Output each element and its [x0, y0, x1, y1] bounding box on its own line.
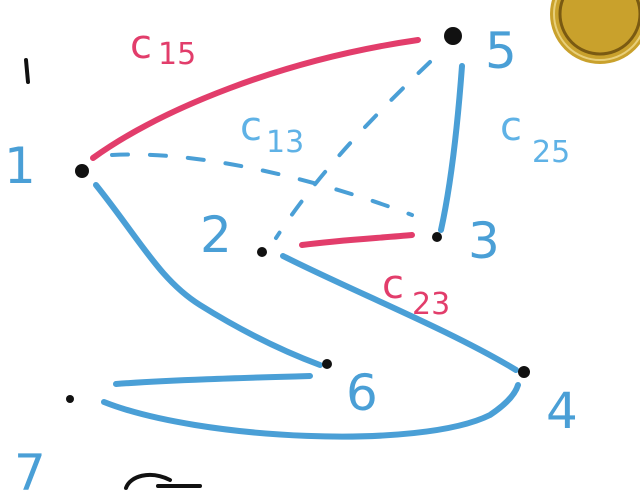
- edge-label-c23: c 23: [382, 262, 450, 322]
- edge-7-4: [101, 382, 521, 440]
- edge-label-c13-sub: 13: [266, 125, 304, 160]
- edge-label-c15: c 15: [130, 22, 196, 72]
- edge-label-c15-main: c: [130, 22, 152, 68]
- edge-6-7: [113, 373, 313, 387]
- edge-label-c25-main: c: [500, 104, 522, 150]
- stray-mark-bottom: [124, 472, 202, 490]
- coin-face: [550, 0, 640, 64]
- edge-5-2: [274, 60, 432, 240]
- node-5-dot: [444, 27, 462, 45]
- node-label-2: 2: [200, 206, 232, 264]
- edge-label-c23-main: c: [382, 262, 404, 308]
- node-dots: [66, 27, 530, 403]
- coin-rim: [558, 0, 640, 56]
- stray-mark: [24, 58, 30, 84]
- edge-1-3: [110, 152, 414, 217]
- node-6-dot: [322, 359, 332, 369]
- edge-2-3: [299, 232, 415, 248]
- edge-label-c13-main: c: [240, 104, 262, 150]
- node-label-5: 5: [485, 22, 517, 80]
- edge-labels: c 15 c 13 c 25 c 23: [130, 22, 570, 322]
- coin-edge: [553, 0, 640, 61]
- node-label-7: 7: [14, 444, 46, 492]
- node-label-3: 3: [468, 212, 500, 270]
- node-7-dot: [66, 395, 74, 403]
- node-4-dot: [518, 366, 530, 378]
- edge-1-6: [93, 182, 323, 368]
- edge-label-c15-sub: 15: [158, 37, 196, 72]
- node-labels: 1 2 3 4 5 6 7: [4, 22, 578, 492]
- node-1-dot: [75, 164, 89, 178]
- node-label-6: 6: [346, 364, 378, 422]
- node-2-dot: [257, 247, 267, 257]
- edge-label-c13: c 13: [240, 104, 304, 160]
- node-label-1: 1: [4, 137, 36, 195]
- edge-label-c25-sub: 25: [532, 135, 570, 170]
- edge-1-5: [90, 37, 421, 161]
- edge-label-c25: c 25: [500, 104, 570, 170]
- edge-2-4: [280, 253, 519, 373]
- edge-label-c23-sub: 23: [412, 287, 450, 322]
- edge-5-3: [438, 63, 465, 233]
- edges: [90, 37, 521, 440]
- node-3-dot: [432, 232, 442, 242]
- node-label-4: 4: [546, 382, 578, 440]
- coin: [550, 0, 640, 64]
